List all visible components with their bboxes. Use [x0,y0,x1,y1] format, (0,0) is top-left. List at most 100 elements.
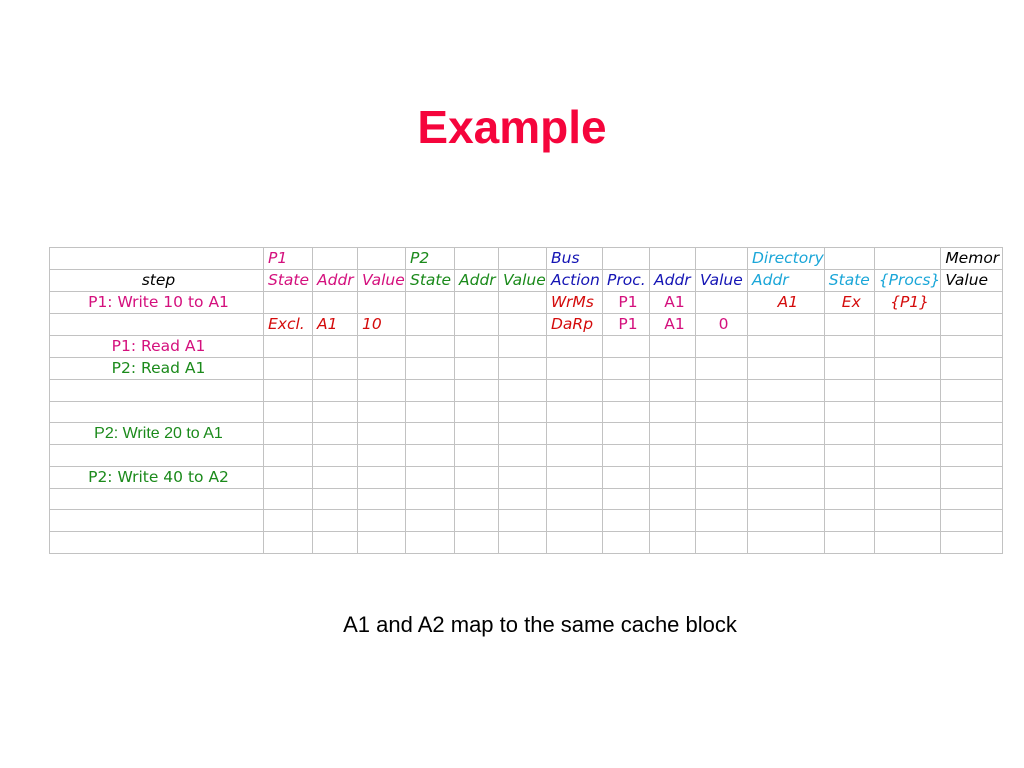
row-8-cell-9 [649,465,696,489]
row-0-cell-10 [695,291,748,314]
group-header-cell-13 [873,247,942,270]
row-4-cell-6 [498,379,547,402]
row-10-cell-11 [747,509,825,532]
row-3-cell-14 [940,357,1004,380]
group-header-cell-2 [312,247,358,270]
slide-title: Example [417,101,607,153]
row-0-cell-9: A1 [649,291,696,314]
sub-header-cell-11: Addr [747,269,825,292]
row-0-cell-8: P1 [602,291,650,314]
table-row [49,444,1004,467]
row-4-cell-1 [263,379,313,402]
row-6-cell-9 [649,422,696,446]
row-9-cell-13 [873,487,942,511]
row-10-cell-13 [873,509,942,532]
row-1-cell-6 [498,313,547,336]
row-8-cell-14 [940,465,1004,489]
row-0-cell-0: P1: Write 10 to A1 [49,291,264,314]
table-row [49,487,1004,511]
row-10-cell-8 [602,509,650,532]
row-7-cell-0 [49,444,264,467]
row-9-cell-4 [405,487,455,511]
row-11-cell-12 [823,530,875,554]
row-2-cell-13 [873,335,942,358]
row-10-cell-1 [263,509,313,532]
row-4-cell-3 [357,379,406,402]
row-1-cell-13 [873,313,942,336]
row-10-cell-3 [357,509,406,532]
row-7-cell-11 [747,444,825,467]
row-0-cell-4 [405,291,455,314]
row-9-cell-5 [454,487,499,511]
row-3-cell-13 [873,357,942,380]
row-2-cell-9 [649,335,696,358]
row-11-cell-7 [546,530,603,554]
row-5-cell-5 [454,400,499,424]
row-8-cell-7 [546,465,603,489]
row-9-cell-9 [649,487,696,511]
row-7-cell-14 [940,444,1004,467]
row-9-cell-2 [312,487,358,511]
row-10-cell-6 [498,509,547,532]
row-10-cell-14 [940,509,1004,532]
row-7-cell-8 [602,444,650,467]
row-2-cell-7 [546,335,603,358]
row-8-cell-12 [823,465,875,489]
row-11-cell-14 [940,530,1004,554]
row-1-cell-4 [405,313,455,336]
row-5-cell-3 [357,400,406,424]
row-7-cell-3 [357,444,406,467]
row-4-cell-4 [405,379,455,402]
row-10-cell-5 [454,509,499,532]
row-0-cell-3 [357,291,406,314]
row-9-cell-8 [602,487,650,511]
sub-header-cell-9: Addr [649,269,696,292]
row-6-cell-2 [312,422,358,446]
row-3-cell-12 [823,357,875,380]
sub-header-cell-5: Addr [454,269,499,292]
row-0-cell-5 [454,291,499,314]
row-2-cell-4 [405,335,455,358]
row-6-cell-11 [747,422,825,446]
row-10-cell-0 [49,509,264,532]
row-4-cell-5 [454,379,499,402]
row-11-cell-5 [454,530,499,554]
row-2-cell-8 [602,335,650,358]
group-header-cell-1: P1 [263,247,313,270]
sub-header-cell-12: State [823,269,875,292]
row-1-cell-1: Excl. [263,313,313,336]
row-3-cell-6 [498,357,547,380]
row-9-cell-10 [695,487,748,511]
table-row [49,400,1004,424]
row-11-cell-11 [747,530,825,554]
row-11-cell-0 [49,530,264,554]
group-header-cell-9 [649,247,696,270]
row-6-cell-7 [546,422,603,446]
row-2-cell-14 [940,335,1004,358]
row-7-cell-4 [405,444,455,467]
row-5-cell-2 [312,400,358,424]
row-5-cell-11 [747,400,825,424]
group-header-cell-7: Bus [546,247,603,270]
row-7-cell-1 [263,444,313,467]
row-2-cell-1 [263,335,313,358]
row-3-cell-10 [695,357,748,380]
row-3-cell-7 [546,357,603,380]
table-row: P2: Read A1 [49,357,1004,380]
row-5-cell-14 [940,400,1004,424]
row-9-cell-0 [49,487,264,511]
sub-header-cell-7: Action [546,269,603,292]
row-1-cell-14 [940,313,1004,336]
row-10-cell-9 [649,509,696,532]
row-9-cell-6 [498,487,547,511]
row-0-cell-7: WrMs [546,291,603,314]
row-5-cell-4 [405,400,455,424]
group-header-cell-4: P2 [405,247,455,270]
row-1-cell-12 [823,313,875,336]
row-5-cell-10 [695,400,748,424]
row-0-cell-6 [498,291,547,314]
group-header-cell-10 [695,247,748,270]
row-6-cell-5 [454,422,499,446]
row-8-cell-1 [263,465,313,489]
